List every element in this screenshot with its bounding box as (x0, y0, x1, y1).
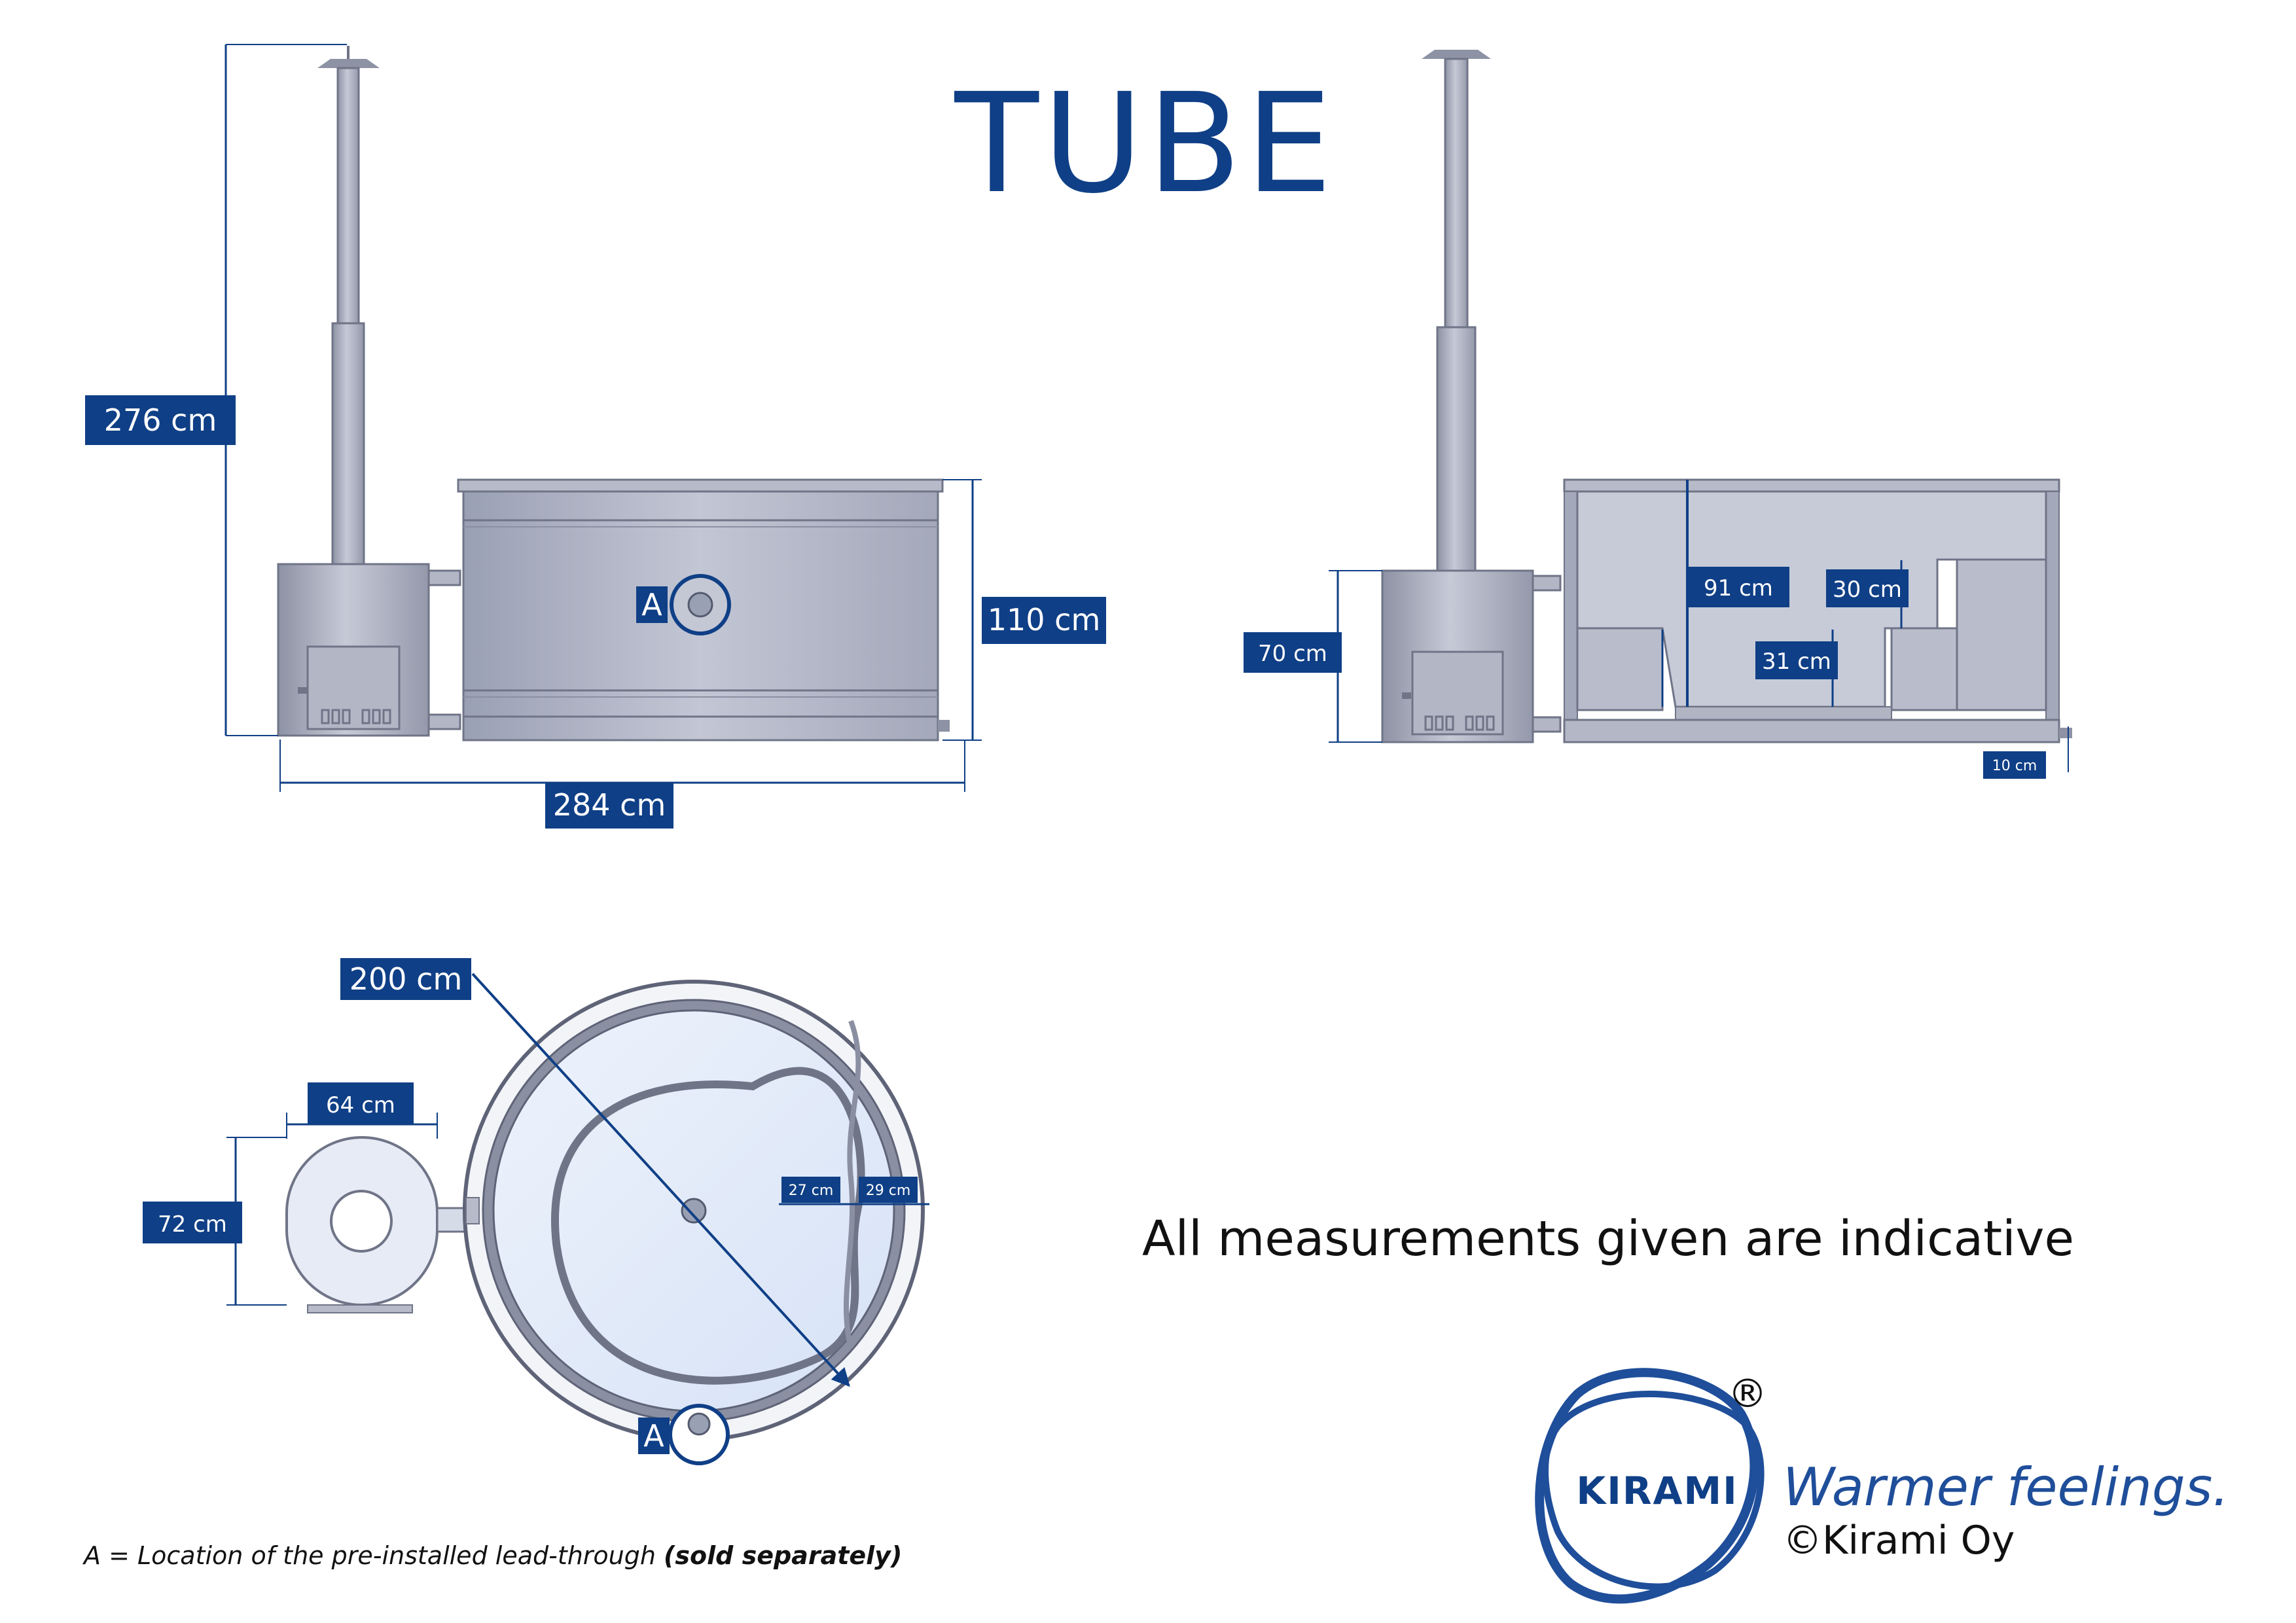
dim-bench-height-label: 30 cm (1833, 577, 1902, 603)
dim-total-height: 276 cm (85, 44, 347, 736)
chimney (317, 46, 380, 567)
dim-rim-a-label: 27 cm (789, 1183, 834, 1199)
section-chimney (1422, 50, 1491, 572)
brand-name: KIRAMI (1576, 1469, 1738, 1513)
dim-total-width-label: 284 cm (553, 787, 666, 823)
dim-rim-b-label: 29 cm (866, 1183, 911, 1199)
top-stove (285, 1136, 471, 1313)
marker-a-top-label: A (643, 1418, 664, 1454)
dim-base-label: 10 cm (1992, 758, 2037, 774)
dim-lower-step-label: 31 cm (1762, 649, 1831, 675)
dim-stove-width-label: 64 cm (326, 1092, 395, 1118)
dim-base: 10 cm (1983, 726, 2069, 779)
dim-tub-height-label: 110 cm (988, 602, 1101, 637)
marker-a-label: A (641, 587, 662, 622)
dim-diameter-label: 200 cm (350, 961, 463, 997)
dim-total-width: 284 cm (279, 740, 965, 829)
dim-inner-depth: 91 cm (1687, 567, 1789, 607)
tub-body (457, 478, 950, 741)
section-tub (1563, 478, 2072, 743)
footnote: A = Location of the pre-installed lead-t… (82, 1541, 902, 1570)
top-tub (463, 980, 925, 1442)
registered-mark: ® (1728, 1371, 1767, 1417)
dim-stove-height-label: 70 cm (1258, 641, 1327, 667)
top-view: A 200 cm 64 cm 72 cm 27 cm (143, 958, 929, 1465)
brand-copyright: ©Kirami Oy (1783, 1518, 2015, 1563)
dim-total-height-label: 276 cm (104, 402, 217, 438)
stove (277, 563, 430, 737)
dim-stove-depth-label: 72 cm (158, 1211, 227, 1238)
footnote-bold: (sold separately) (664, 1541, 902, 1570)
dim-diameter: 200 cm (340, 958, 850, 1387)
section-stove (1381, 569, 1534, 743)
brand-slogan: Warmer feelings. (1783, 1457, 2229, 1518)
dim-stove-width: 64 cm (286, 1082, 438, 1139)
dim-tub-height: 110 cm (942, 479, 1106, 741)
dim-lower-step: 31 cm (1755, 641, 1838, 679)
lead-through-marker-front: A (636, 574, 731, 635)
kirami-logo: KIRAMI ® (1535, 1368, 1767, 1604)
dim-stove-depth: 72 cm (143, 1137, 287, 1306)
lead-through-marker-top: A (638, 1404, 730, 1465)
dim-rim: 27 cm 29 cm (779, 1177, 929, 1205)
dim-inner-depth-label: 91 cm (1704, 575, 1773, 601)
dim-stove-height: 70 cm (1244, 570, 1382, 743)
indicative-note: All measurements given are indicative (1142, 1211, 2074, 1267)
section-view: 91 cm 30 cm 31 cm 70 cm 10 cm (1244, 50, 2072, 779)
footnote-text: A = Location of the pre-installed lead-t… (82, 1541, 664, 1570)
dim-bench-height: 30 cm (1826, 569, 1909, 607)
page-title: TUBE (954, 63, 1336, 224)
front-view: A 276 cm 110 cm 284 cm (85, 44, 1106, 829)
